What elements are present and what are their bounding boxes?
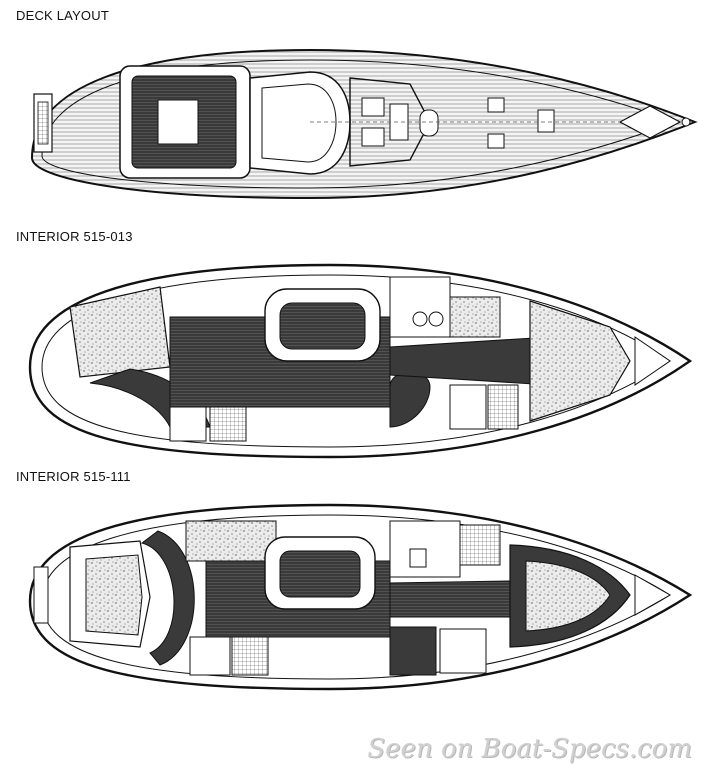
interior-515-013-label: INTERIOR 515-013 — [16, 229, 133, 244]
interior-515-111-drawing — [28, 503, 693, 691]
watermark-text: Seen on Boat-Specs.com — [367, 734, 692, 764]
interior-515-111-label: INTERIOR 515-111 — [16, 469, 131, 484]
deck-layout-drawing — [30, 48, 698, 200]
deck-layout-label: DECK LAYOUT — [16, 8, 109, 23]
interior-515-013-drawing — [28, 263, 693, 459]
